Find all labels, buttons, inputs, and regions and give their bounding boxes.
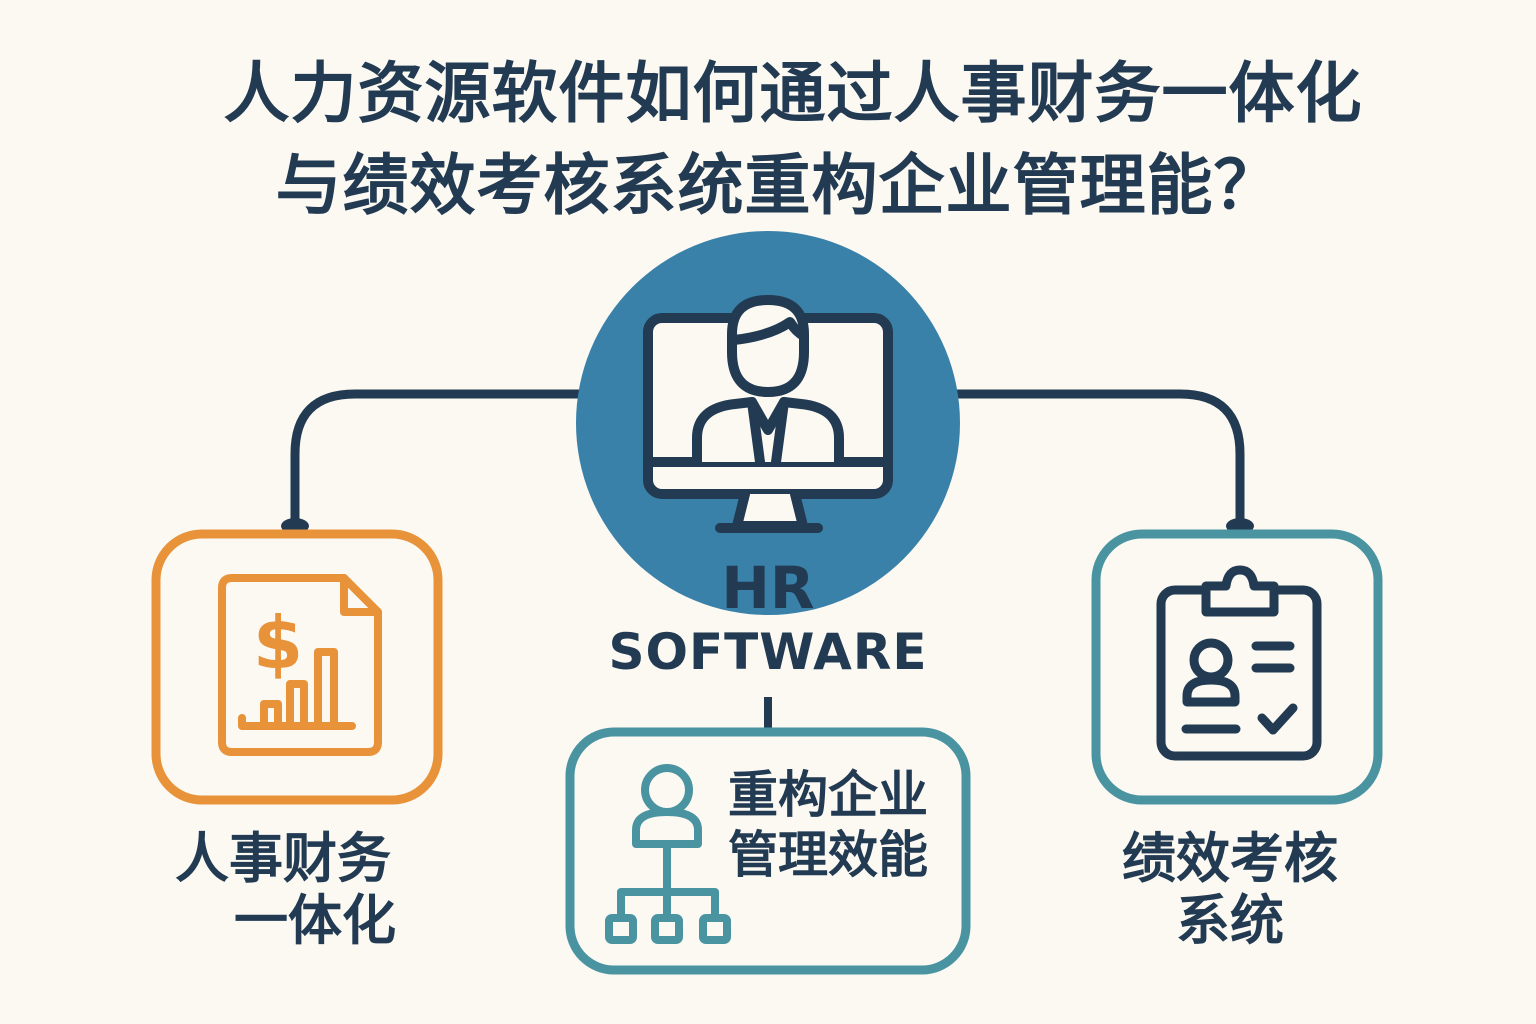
hr-software-label: HR SOFTWARE xyxy=(596,555,940,683)
hr-label-line-2: SOFTWARE xyxy=(608,623,928,681)
efficiency-label: 重构企业 管理效能 xyxy=(728,765,948,885)
efficiency-box-border xyxy=(565,727,971,975)
title-line-2: 与绩效考核系统重构企业管理能？ xyxy=(275,147,1281,224)
page-title: 人力资源软件如何通过人事财务一体化 与绩效考核系统重构企业管理能？ xyxy=(0,48,1536,232)
org-chart-icon xyxy=(605,764,731,944)
connector-right xyxy=(945,389,1245,533)
svg-text:$: $ xyxy=(253,601,303,685)
efficiency-label-line-1: 重构企业 xyxy=(728,766,928,824)
performance-label-line-1: 绩效考核 xyxy=(1122,827,1338,890)
finance-label: 人事财务 一体化 xyxy=(150,828,440,952)
finance-box-border xyxy=(151,529,443,805)
clipboard-check-icon xyxy=(1156,565,1322,761)
financial-report-icon: $ xyxy=(218,574,382,756)
finance-label-line-2: 一体化 xyxy=(234,889,396,952)
performance-box-border xyxy=(1091,529,1383,805)
finance-label-line-1: 人事财务 xyxy=(175,827,391,890)
performance-label-line-2: 系统 xyxy=(1176,889,1284,952)
title-line-1: 人力资源软件如何通过人事财务一体化 xyxy=(223,55,1363,132)
computer-user-icon xyxy=(643,295,893,533)
connector-left xyxy=(290,389,595,533)
performance-label: 绩效考核 系统 xyxy=(1085,828,1375,952)
efficiency-label-line-2: 管理效能 xyxy=(728,826,928,884)
hr-label-line-1: HR xyxy=(721,554,815,622)
